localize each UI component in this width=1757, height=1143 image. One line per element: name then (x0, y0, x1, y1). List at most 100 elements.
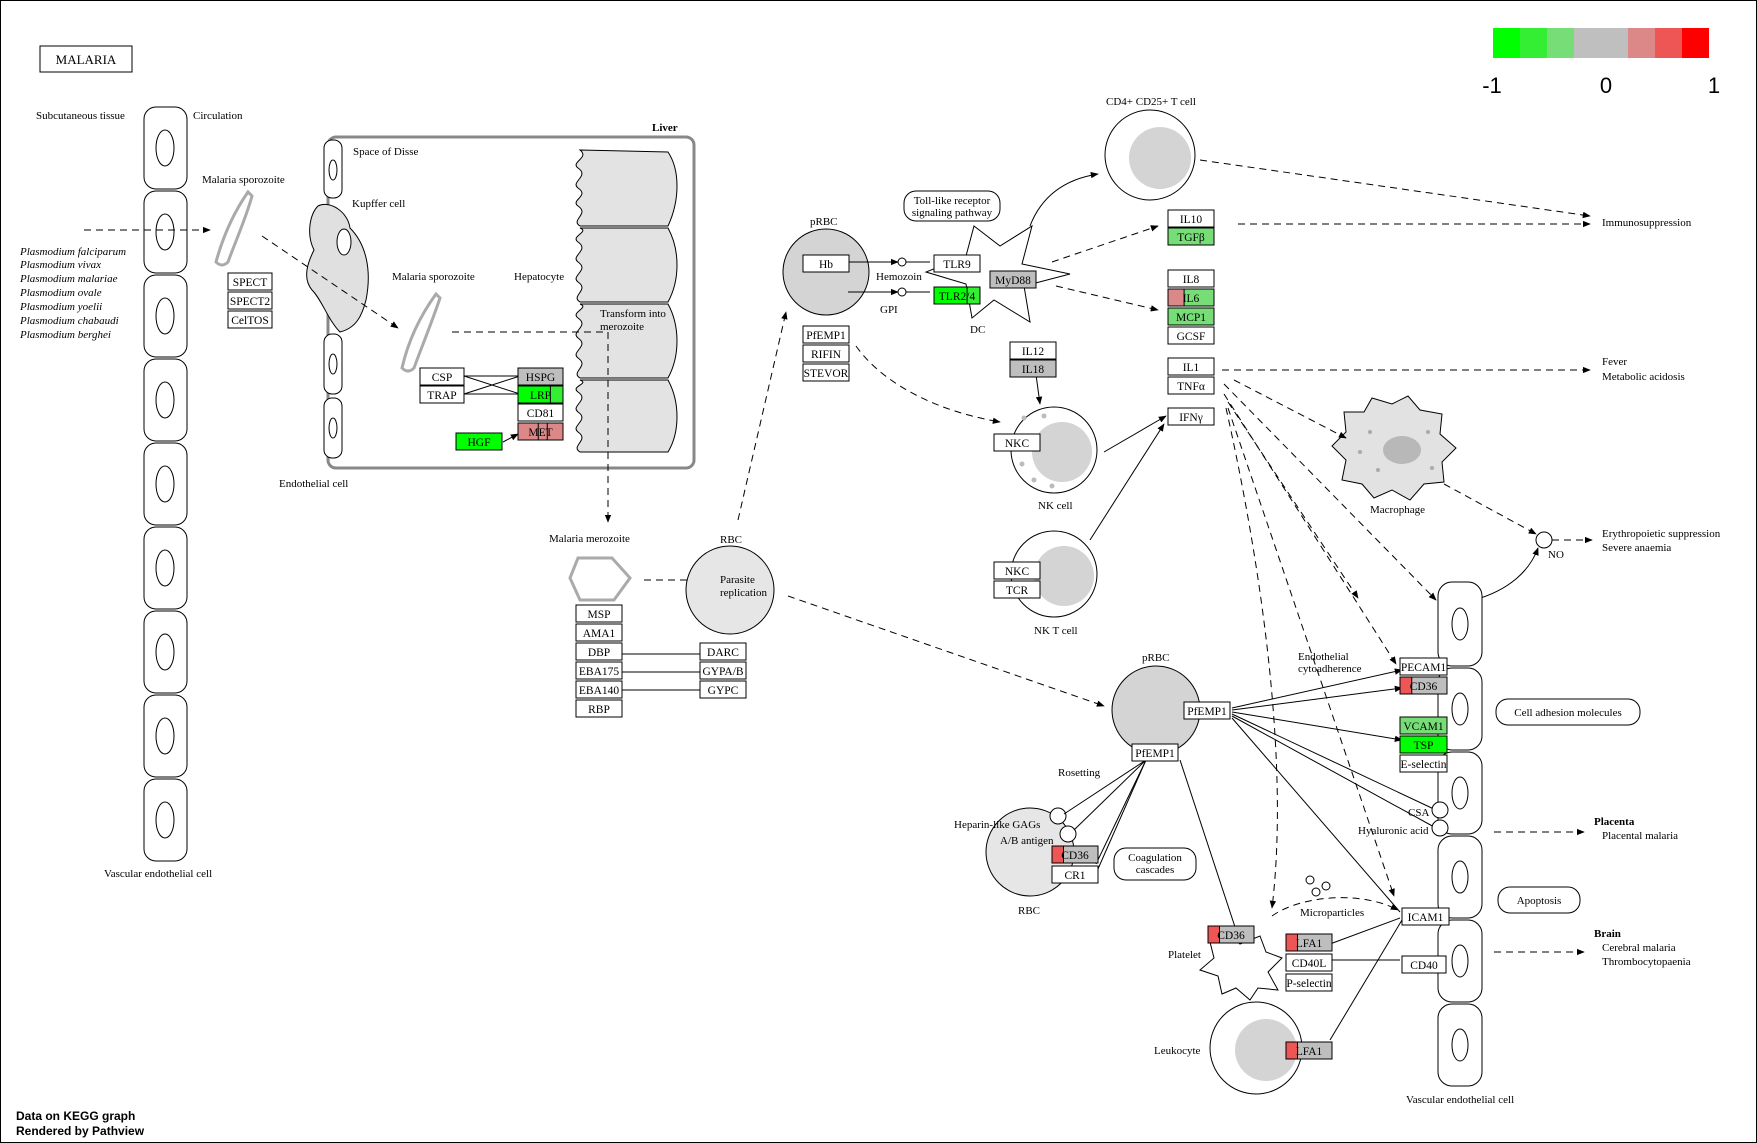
gene-node-lfa1-plt[interactable]: LFA1 (1285, 933, 1333, 952)
gene-node-cd36-rbc[interactable]: CD36 (1051, 845, 1099, 864)
gene-label: MET (528, 427, 552, 439)
gene-label: P-selectin (1286, 978, 1332, 990)
gene-label: EBA140 (579, 685, 620, 697)
platelet-label: Platelet (1168, 949, 1201, 961)
coagulation-node[interactable] (1113, 847, 1197, 881)
gene-node-hgf[interactable]: HGF (455, 432, 503, 451)
gene-node-hb[interactable]: Hb (802, 254, 850, 273)
gene-label: TSP (1414, 740, 1434, 752)
gene-label: GCSF (1177, 331, 1206, 343)
gene-node-gypc[interactable]: GYPC (699, 680, 747, 699)
gene-node-gypab[interactable]: GYPA/B (699, 661, 747, 680)
apoptosis-label: Apoptosis (1517, 895, 1562, 907)
gene-node-darc[interactable]: DARC (699, 642, 747, 661)
gene-node-lfa1-leuk[interactable]: LFA1 (1285, 1041, 1333, 1060)
no-label: NO (1548, 549, 1564, 561)
gene-node-met[interactable]: MET (517, 422, 564, 441)
gene-label: NKC (1005, 566, 1030, 578)
gene-label: PECAM1 (1401, 662, 1447, 674)
apoptosis-node[interactable] (1497, 886, 1581, 914)
legend-step (1547, 28, 1574, 58)
gene-node-il1[interactable]: IL1 (1167, 357, 1215, 376)
gene-node-il6[interactable]: IL6 (1167, 288, 1215, 307)
gene-node-ifng[interactable]: IFNγ (1167, 407, 1215, 426)
gene-node-rbp[interactable]: RBP (575, 699, 623, 718)
immunosuppression-label: Immunosuppression (1602, 217, 1692, 229)
sporozoite-1-label: Malaria sporozoite (202, 174, 285, 186)
gene-node-vcam1[interactable]: VCAM1 (1399, 716, 1448, 735)
gene-node-tlr9[interactable]: TLR9 (933, 254, 981, 273)
legend-step (1520, 28, 1547, 58)
gene-label: CD36 (1061, 850, 1089, 862)
gene-node-eselectin[interactable]: E-selectin (1399, 754, 1448, 773)
species-item: Plasmodium yoelii (19, 301, 102, 313)
gene-node-pselectin[interactable]: P-selectin (1285, 973, 1333, 992)
gene-node-cd40l[interactable]: CD40L (1285, 953, 1333, 972)
gene-node-nkc-2[interactable]: NKC (993, 561, 1041, 580)
gene-label: E-selectin (1401, 759, 1447, 771)
gene-node-trap[interactable]: TRAP (419, 385, 465, 404)
gene-node-gcsf[interactable]: GCSF (1167, 326, 1215, 345)
cell-adhesion-node[interactable] (1495, 698, 1641, 726)
gene-node-eba175[interactable]: EBA175 (575, 661, 623, 680)
cd4-cell-label: CD4+ CD25+ T cell (1106, 96, 1196, 108)
vascular-endothelial-left-label: Vascular endothelial cell (104, 868, 212, 880)
gene-node-tlr24[interactable]: TLR2/4 (933, 286, 981, 305)
gene-label: CD40L (1292, 958, 1327, 970)
legend-step (1682, 28, 1709, 58)
gene-label: LFA1 (1296, 938, 1323, 950)
page-title: MALARIA (56, 52, 117, 67)
gene-node-il10[interactable]: IL10 (1167, 209, 1215, 228)
gene-node-tgfb[interactable]: TGFβ (1167, 227, 1215, 246)
parasite-label-1: Parasite (720, 574, 755, 586)
gene-node-cd40[interactable]: CD40 (1401, 955, 1447, 974)
legend-step (1655, 28, 1682, 58)
gene-node-cd36-plt[interactable]: CD36 (1207, 925, 1255, 944)
gene-node-rifin[interactable]: RIFIN (802, 344, 850, 363)
gene-node-tcr[interactable]: TCR (993, 580, 1041, 599)
dc-label: DC (970, 324, 985, 336)
gene-node-pfemp1-a[interactable]: PfEMP1 (802, 325, 850, 344)
gene-node-lrp[interactable]: LRP (517, 385, 564, 404)
gene-node-pfemp1-b[interactable]: PfEMP1 (1183, 701, 1231, 720)
gene-node-hspg[interactable]: HSPG (517, 367, 564, 386)
gene-node-dbp[interactable]: DBP (575, 642, 623, 661)
gene-label: HGF (467, 437, 490, 449)
gene-label: GYPA/B (702, 666, 743, 678)
gene-node-tsp[interactable]: TSP (1399, 735, 1448, 754)
gene-node-spect2[interactable]: SPECT2 (227, 291, 273, 310)
microparticles-label: Microparticles (1300, 907, 1364, 919)
gene-node-cr1[interactable]: CR1 (1051, 865, 1099, 884)
gene-node-nkc-1[interactable]: NKC (993, 433, 1041, 452)
species-item: Plasmodium vivax (19, 259, 101, 271)
gene-node-ama1[interactable]: AMA1 (575, 623, 623, 642)
gene-node-il8[interactable]: IL8 (1167, 269, 1215, 288)
gene-node-pfemp1-c[interactable]: PfEMP1 (1131, 743, 1179, 762)
gene-label: IL12 (1022, 346, 1045, 358)
gene-node-mcp1[interactable]: MCP1 (1167, 307, 1215, 326)
gene-node-myd88[interactable]: MyD88 (989, 270, 1037, 289)
gene-node-msp[interactable]: MSP (575, 604, 623, 623)
gene-node-spect[interactable]: SPECT (227, 272, 273, 291)
gene-node-eba140[interactable]: EBA140 (575, 680, 623, 699)
gene-node-cd36-endo[interactable]: CD36 (1399, 676, 1448, 695)
gene-label: CSP (432, 372, 452, 384)
gene-label: GYPC (708, 685, 739, 697)
gpi-label: GPI (880, 304, 898, 316)
gene-node-icam1[interactable]: ICAM1 (1401, 907, 1450, 926)
gene-label: LFA1 (1296, 1046, 1323, 1058)
gene-node-cd81[interactable]: CD81 (517, 403, 564, 422)
gene-node-csp[interactable]: CSP (419, 367, 465, 386)
gene-node-tnfa[interactable]: TNFα (1167, 376, 1215, 395)
gene-node-celtos[interactable]: CelTOS (227, 310, 273, 329)
tlr-pathway-node[interactable] (903, 190, 1001, 222)
gene-node-il18[interactable]: IL18 (1009, 359, 1057, 378)
species-item: Plasmodium falciparum (19, 246, 126, 258)
species-item: Plasmodium berghei (19, 329, 111, 341)
gene-node-stevor[interactable]: STEVOR (802, 363, 850, 382)
gene-node-il12[interactable]: IL12 (1009, 341, 1057, 360)
gene-node-pecam1[interactable]: PECAM1 (1399, 657, 1448, 676)
gene-label: IL18 (1022, 364, 1045, 376)
